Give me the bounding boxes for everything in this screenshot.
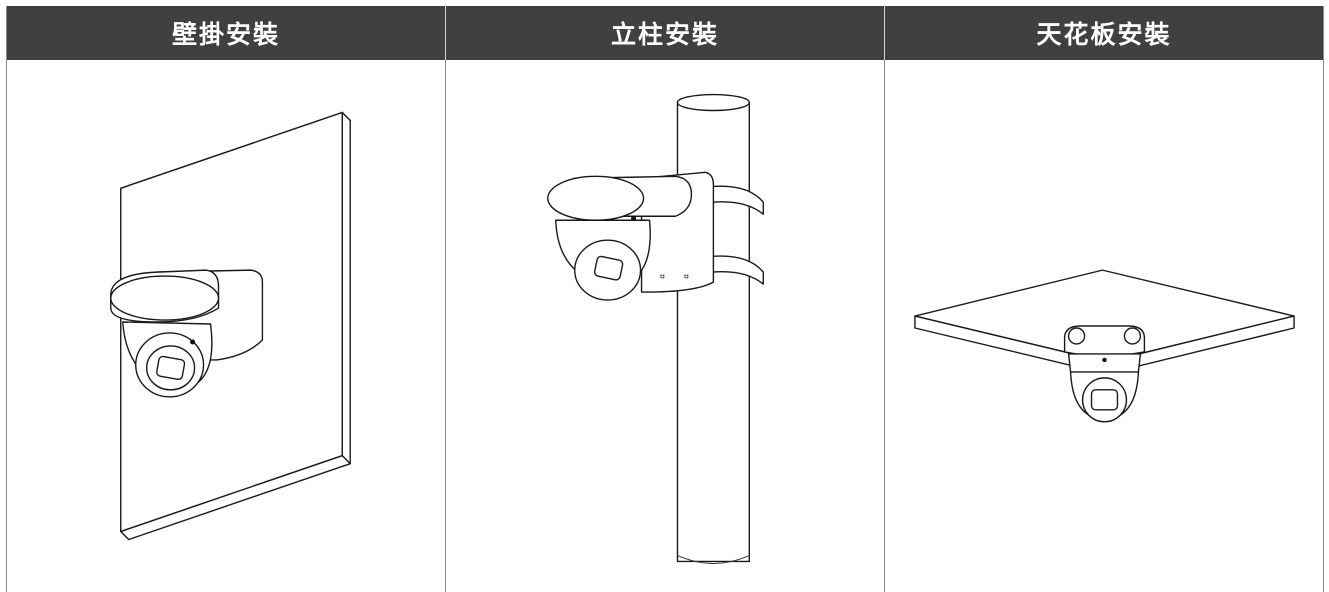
ceiling-camera-screw-right xyxy=(1123,327,1142,345)
header-row: 壁掛安裝 立柱安裝 天花板安裝 xyxy=(7,6,1323,60)
pole-body xyxy=(676,101,751,563)
ceiling-camera-lens xyxy=(1090,389,1119,411)
ceiling-camera-screw-left xyxy=(1067,327,1086,345)
pole-mount-illustration: ⌗ ⌗ xyxy=(547,93,764,564)
ceiling-mount-illustration xyxy=(914,269,1295,423)
wall-mount-illustration xyxy=(110,111,351,541)
pole-top xyxy=(676,93,751,112)
pole-camera-sensor-dot xyxy=(631,215,637,221)
mounting-options-table: 壁掛安裝 立柱安裝 天花板安裝 xyxy=(6,6,1324,592)
bracket-mark-left: ⌗ xyxy=(660,272,666,283)
wall-bottom-edge xyxy=(120,455,351,541)
ceiling-mount-panel xyxy=(885,60,1323,592)
ceiling-camera-sensor-dot xyxy=(1102,357,1107,363)
header-wall-mount: 壁掛安裝 xyxy=(7,6,446,60)
header-ceiling-mount: 天花板安裝 xyxy=(1036,20,1172,49)
bracket-mark-right: ⌗ xyxy=(683,272,689,283)
illustration-row: ⌗ ⌗ xyxy=(7,60,1323,592)
pole-camera-housing-top xyxy=(547,175,645,221)
camera-housing-top xyxy=(110,275,220,321)
pole-bottom xyxy=(677,555,750,564)
camera-sensor-dot xyxy=(190,339,196,345)
wall-side-edge xyxy=(341,111,351,465)
wall-mount-panel xyxy=(7,60,446,592)
pole-camera-lens xyxy=(593,255,624,281)
camera-lens xyxy=(156,355,186,381)
header-pole-mount: 立柱安裝 xyxy=(446,6,885,60)
pole-mount-panel: ⌗ ⌗ xyxy=(446,60,885,592)
